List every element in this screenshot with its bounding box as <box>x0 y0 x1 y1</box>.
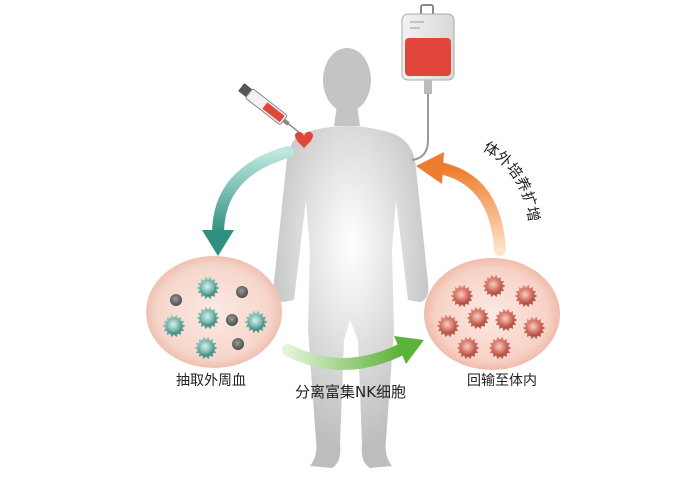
nk-cell <box>194 337 218 359</box>
expanded-nk-cell <box>456 337 480 359</box>
expanded-nk-cell <box>466 307 490 329</box>
heart-icon <box>295 131 313 148</box>
dish-expanded-cells <box>424 258 560 370</box>
blood-cell <box>226 314 238 326</box>
expanded-nk-cell <box>522 317 546 339</box>
human-body <box>273 48 429 468</box>
blood-cell <box>232 338 244 350</box>
arrow-separate <box>282 336 424 370</box>
dish-peripheral-blood <box>146 256 282 368</box>
expanded-nk-cell <box>482 275 506 297</box>
expanded-nk-cell <box>514 285 538 307</box>
blood-cell <box>170 294 182 306</box>
nk-cell <box>196 307 220 329</box>
expanded-nk-cell <box>436 315 460 337</box>
iv-bag-icon <box>401 4 455 161</box>
arrow-draw-blood <box>202 146 294 256</box>
nk-cell <box>162 315 186 337</box>
syringe-icon <box>238 83 300 134</box>
label-draw-blood: 抽取外周血 <box>176 373 246 389</box>
expanded-nk-cell <box>450 285 474 307</box>
nk-cell <box>244 311 268 333</box>
blood-cell <box>236 286 248 298</box>
label-reinfuse: 回输至体内 <box>467 373 537 389</box>
nk-cell <box>196 277 220 299</box>
arrow-culture <box>416 152 506 256</box>
expanded-nk-cell <box>494 309 518 331</box>
expanded-nk-cell <box>488 337 512 359</box>
label-separate-nk: 分离富集NK细胞 <box>295 383 407 401</box>
